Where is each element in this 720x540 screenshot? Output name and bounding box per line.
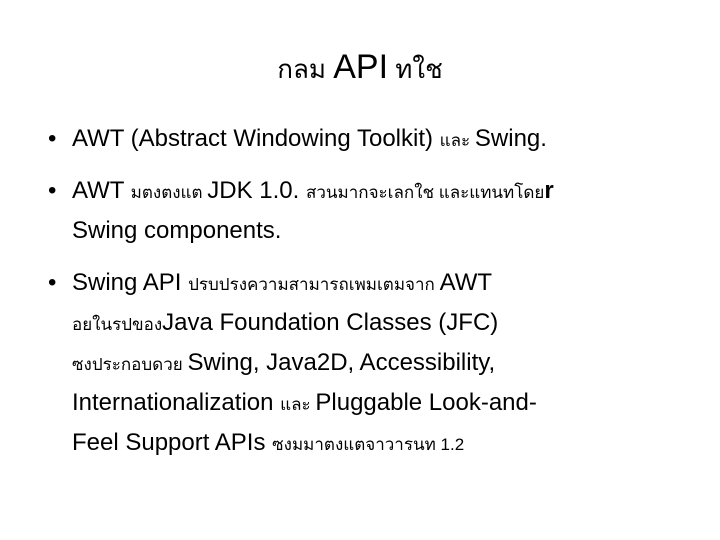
bullet-item: • AWT มตงตงแต JDK 1.0. สวนมากจะเลกใช และ…	[40, 172, 704, 252]
bullet-list: • AWT (Abstract Windowing Toolkit) และ S…	[40, 120, 704, 464]
bullet-marker-icon: •	[48, 125, 57, 152]
text-run: Internationalization	[72, 389, 281, 416]
text-run: AWT	[439, 269, 493, 296]
bullet-item: • AWT (Abstract Windowing Toolkit) และ S…	[40, 120, 704, 160]
text-run: Swing components.	[72, 217, 282, 244]
slide-title: กลม API ทใช	[0, 42, 720, 99]
text-run: มตงตงแต	[130, 183, 208, 202]
text-run: และ	[439, 131, 475, 150]
text-run: ซงมมาตงแตจาวารนท 1.2	[272, 435, 465, 454]
text-run: ซงประกอบดวย	[72, 355, 188, 374]
text-run: Swing API	[72, 269, 189, 296]
text-run: AWT	[72, 177, 131, 204]
text-run: API	[333, 48, 389, 86]
text-run: Java Foundation Classes (JFC)	[162, 309, 499, 336]
bullet-text: AWT (Abstract Windowing Toolkit) และ Swi…	[72, 125, 547, 152]
slide-body: • AWT (Abstract Windowing Toolkit) และ S…	[40, 120, 704, 476]
text-run: อยในรปของ	[72, 315, 163, 334]
bullet-text: Swing API ปรบปรงความสามารถเพมเตมจาก AWT …	[72, 269, 537, 456]
bullet-item: • Swing API ปรบปรงความสามารถเพมเตมจาก AW…	[40, 264, 704, 464]
text-run: Pluggable Look-and-	[315, 389, 537, 416]
bullet-marker-icon: •	[48, 177, 57, 204]
text-run: ทใช	[388, 54, 443, 84]
text-run: กลม	[277, 54, 334, 84]
text-run: Swing, Java2D, Accessibility,	[187, 349, 496, 376]
text-run: และ	[280, 395, 316, 414]
text-run: สวนมากจะเลกใช และแทนทโดย	[306, 183, 545, 202]
text-run: JDK 1.0.	[207, 177, 306, 204]
text-run: ปรบปรงความสามารถเพมเตมจาก	[188, 275, 440, 294]
bullet-text: AWT มตงตงแต JDK 1.0. สวนมากจะเลกใช และแท…	[72, 177, 554, 244]
text-run: Swing.	[474, 125, 547, 152]
text-run: Feel Support APIs	[72, 429, 273, 456]
bullet-marker-icon: •	[48, 269, 57, 296]
text-run: AWT (Abstract Windowing Toolkit)	[72, 125, 440, 152]
text-run: r	[544, 177, 554, 204]
